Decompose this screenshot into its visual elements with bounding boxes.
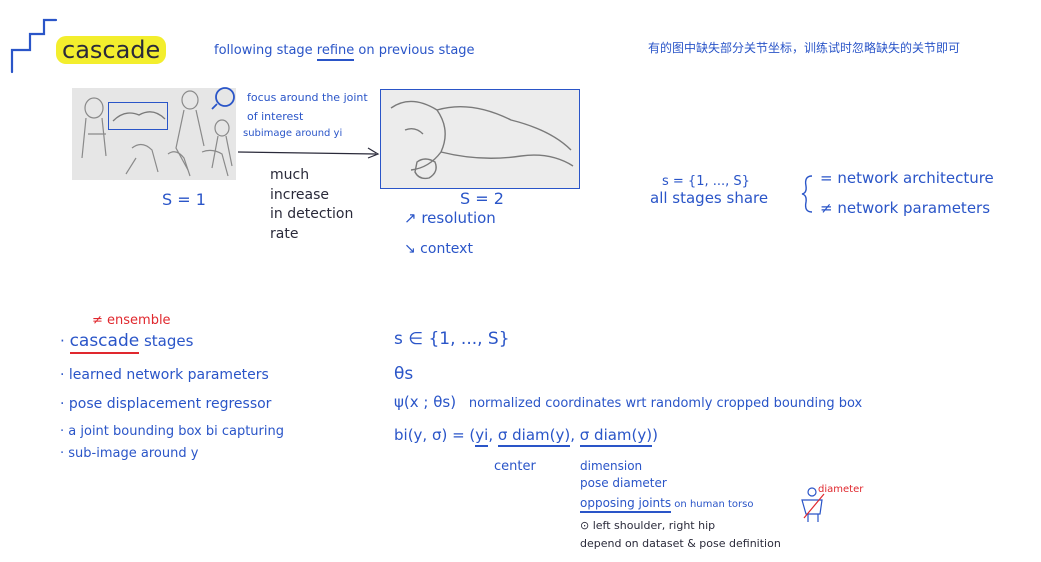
math-line-4: bi(y, σ) = (yi, σ diam(y), σ diam(y))	[394, 426, 658, 447]
subtitle: following stage refine on previous stage	[214, 43, 475, 61]
title-highlight: cascade	[56, 36, 167, 64]
s1-label: S = 1	[162, 190, 206, 209]
list-item-text: pose displacement regressor	[68, 396, 272, 412]
math-line-2: θs	[394, 364, 414, 384]
math-line-4-close: )	[652, 426, 658, 444]
list-item: · pose displacement regressor	[60, 397, 271, 411]
diameter-note: diameter	[818, 484, 864, 495]
crop-box	[108, 102, 168, 130]
list-item-text: sub-image around y	[68, 446, 199, 461]
list-item: · cascade stages	[60, 331, 194, 354]
opposing-highlight: opposing joints	[580, 496, 672, 513]
list-item: · learned network parameters	[60, 368, 269, 382]
math-term-center: yi	[475, 426, 489, 447]
focus-note-2: of interest	[247, 110, 304, 123]
stair-doodle	[10, 18, 58, 74]
list-item: · sub-image around y	[60, 447, 198, 460]
sketch-image-s1	[72, 88, 236, 180]
all-stages-share: all stages share	[650, 189, 769, 207]
list-bullet: ·	[60, 396, 65, 412]
much-line-2: in detection	[270, 206, 354, 222]
much-line-0: much	[270, 167, 310, 183]
math-line-1: s ∈ {1, ..., S}	[394, 329, 510, 349]
resolution-note: ↗ resolution	[404, 209, 496, 227]
magnifier-icon	[211, 87, 235, 110]
list-bullet: ·	[60, 424, 65, 439]
ensemble-note: ≠ ensemble	[92, 313, 171, 328]
math-term-width: σ diam(y)	[497, 426, 571, 447]
list-item-text: a joint bounding box bi capturing	[68, 424, 284, 439]
example-note: ⊙ left shoulder, right hip	[580, 519, 716, 532]
title: cascade	[56, 36, 167, 64]
arrow-to-s2	[237, 147, 380, 159]
much-line-3: rate	[270, 226, 299, 242]
math-line-3-text: normalized coordinates wrt randomly crop…	[468, 396, 863, 411]
list-item: · a joint bounding box bi capturing	[60, 425, 284, 438]
list-bullet: ·	[60, 367, 65, 383]
list-bullet: ·	[60, 332, 65, 350]
center-label: center	[494, 459, 536, 474]
focus-note-1: focus around the joint	[247, 91, 368, 104]
same-architecture: = network architecture	[820, 169, 994, 187]
much-line-1: increase	[270, 187, 330, 203]
list-item-text: learned network parameters	[68, 367, 269, 383]
list-bullet: ·	[60, 446, 65, 461]
curly-brace	[801, 175, 813, 213]
sketch-image-s2	[380, 89, 580, 189]
set-def: s = {1, ..., S}	[662, 174, 750, 189]
subtitle-post: on previous stage	[354, 43, 475, 58]
math-line-3: ψ(x ; θs) normalized coordinates wrt ran…	[394, 393, 863, 411]
depend-note: depend on dataset & pose definition	[580, 537, 781, 550]
torso-diameter-doodle	[801, 487, 825, 522]
math-term-height: σ diam(y)	[579, 426, 653, 447]
opposing-tail: on human torso	[671, 499, 754, 510]
math-line-4-lhs: bi(y, σ) = (	[394, 426, 476, 444]
math-psi: ψ(x ; θs)	[394, 393, 457, 411]
subtitle-refine: refine	[316, 43, 355, 61]
focus-note-3: subimage around yi	[243, 128, 343, 139]
context-note: ↘ context	[404, 241, 473, 257]
list-item-text: stages	[139, 332, 194, 350]
diff-parameters: ≠ network parameters	[820, 199, 991, 217]
pose-diameter: pose diameter	[580, 476, 667, 490]
opposing-joints: opposing joints on human torso	[580, 496, 754, 513]
dimension-label: dimension	[580, 459, 643, 473]
subtitle-pre: following stage	[214, 43, 317, 58]
s2-label: S = 2	[460, 189, 504, 208]
list-item-highlight: cascade	[69, 331, 140, 354]
chinese-note: 有的图中缺失部分关节坐标，训练试时忽略缺失的关节即可	[648, 41, 961, 55]
